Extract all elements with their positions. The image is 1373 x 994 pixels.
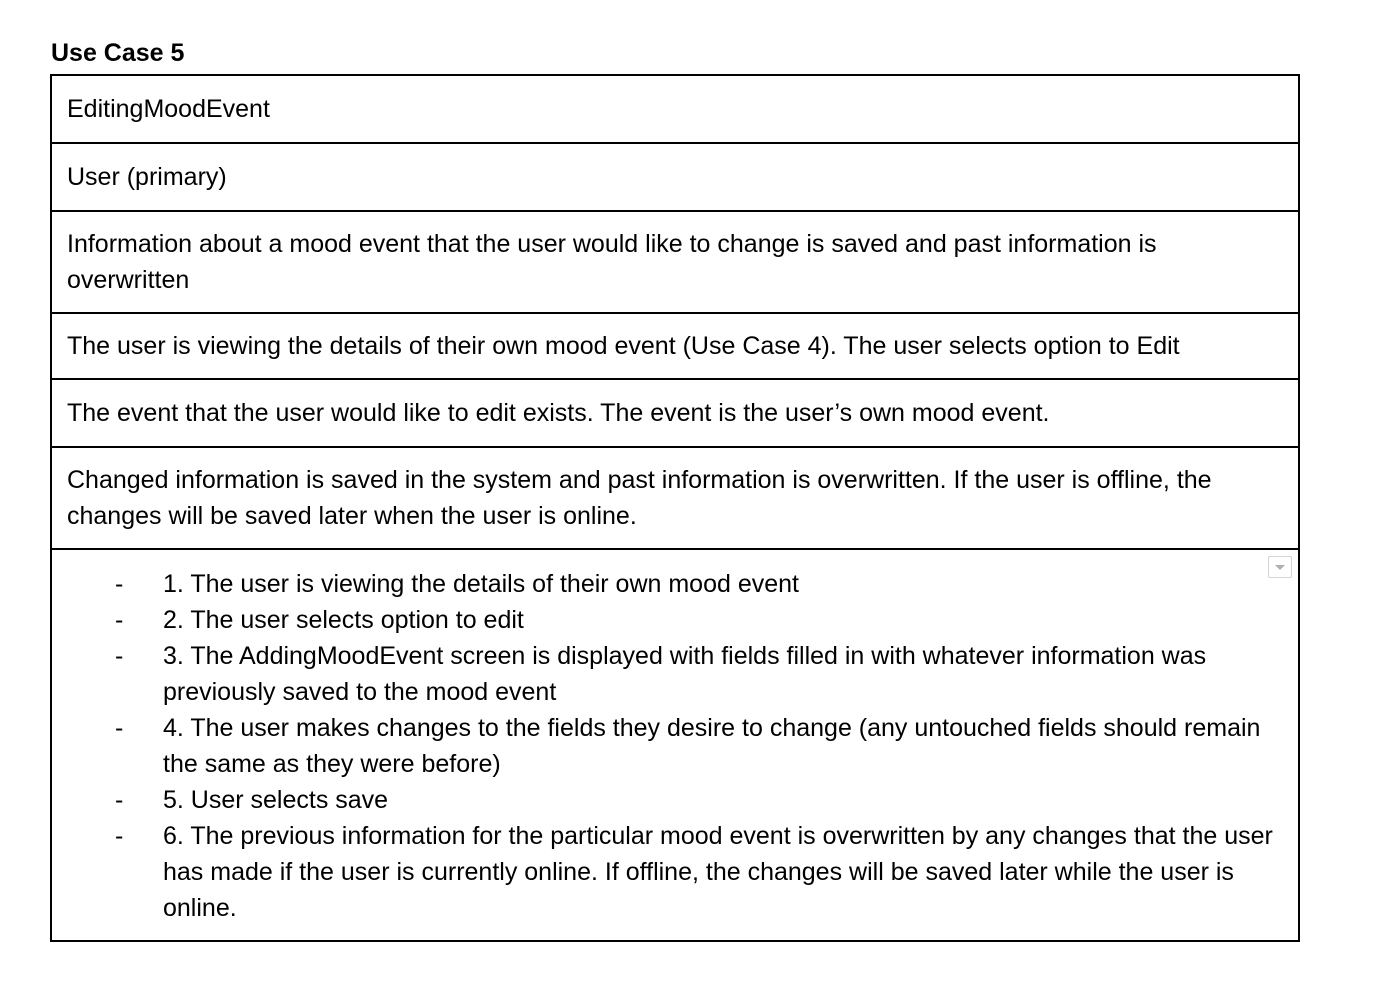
- list-item: - 1. The user is viewing the details of t…: [67, 566, 1284, 602]
- list-item: - 6. The previous information for the par…: [67, 818, 1284, 926]
- use-case-table: EditingMoodEvent User (primary) Informat…: [50, 74, 1300, 942]
- step-text: 1. The user is viewing the details of th…: [163, 570, 799, 598]
- use-case-name-cell[interactable]: EditingMoodEvent: [50, 74, 1300, 144]
- flow-steps-list: - 1. The user is viewing the details of t…: [67, 566, 1284, 926]
- table-row-postcondition: Changed information is saved in the syst…: [50, 446, 1300, 550]
- goal-cell[interactable]: Information about a mood event that the …: [50, 210, 1300, 314]
- actor-cell[interactable]: User (primary): [50, 142, 1300, 212]
- step-text: 5. User selects save: [163, 786, 389, 814]
- step-text: 2. The user selects option to edit: [163, 606, 524, 634]
- bullet-dash: -: [115, 642, 124, 670]
- precondition-cell[interactable]: The event that the user would like to ed…: [50, 378, 1300, 448]
- chevron-down-icon[interactable]: [1268, 556, 1292, 578]
- table-row-flow: - 1. The user is viewing the details of t…: [50, 548, 1300, 942]
- step-text: 4. The user makes changes to the fields …: [163, 714, 1261, 778]
- table-row-goal: Information about a mood event that the …: [50, 210, 1300, 314]
- bullet-dash: -: [115, 606, 124, 634]
- table-row-trigger: The user is viewing the details of their…: [50, 312, 1300, 380]
- bullet-dash: -: [115, 822, 124, 850]
- step-text: 3. The AddingMoodEvent screen is display…: [163, 642, 1207, 706]
- table-row-actor: User (primary): [50, 142, 1300, 212]
- list-item: - 2. The user selects option to edit: [67, 602, 1284, 638]
- step-text: 6. The previous information for the part…: [163, 822, 1273, 922]
- use-case-heading: Use Case 5: [51, 39, 185, 67]
- list-item: - 3. The AddingMoodEvent screen is displa…: [67, 638, 1284, 710]
- bullet-dash: -: [115, 786, 124, 814]
- bullet-dash: -: [115, 570, 124, 598]
- table-row-name: EditingMoodEvent: [50, 74, 1300, 144]
- list-item: - 4. The user makes changes to the fields…: [67, 710, 1284, 782]
- list-item: - 5. User selects save: [67, 782, 1284, 818]
- postcondition-cell[interactable]: Changed information is saved in the syst…: [50, 446, 1300, 550]
- table-row-precondition: The event that the user would like to ed…: [50, 378, 1300, 448]
- flow-cell[interactable]: - 1. The user is viewing the details of t…: [50, 548, 1300, 942]
- trigger-cell[interactable]: The user is viewing the details of their…: [50, 312, 1300, 380]
- bullet-dash: -: [115, 714, 124, 742]
